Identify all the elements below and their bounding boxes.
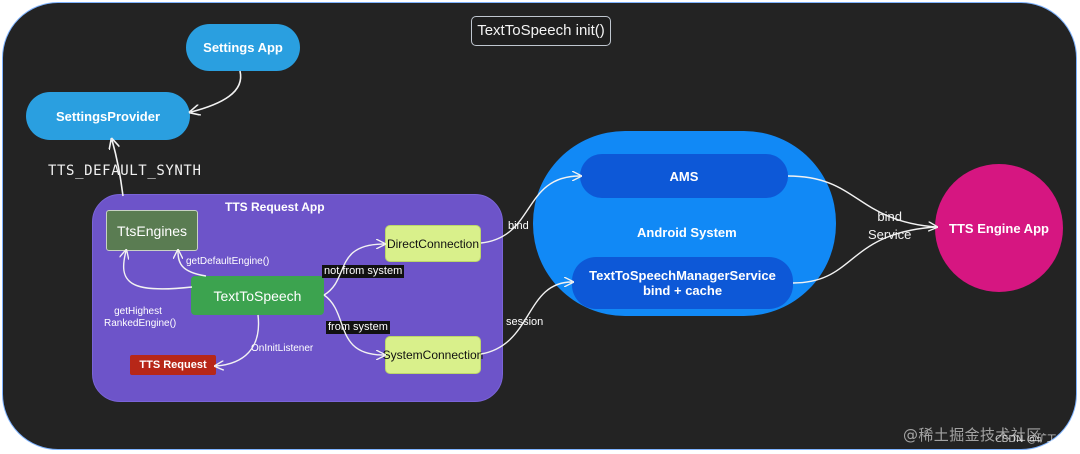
bind-service-line2: Service [868, 227, 912, 242]
tts-request-node: TTS Request [130, 355, 216, 375]
settings-provider-node: SettingsProvider [26, 92, 190, 140]
text-to-speech-node: TextToSpeech [191, 276, 324, 315]
not-from-system-label: not from system [322, 265, 405, 278]
manager-service-node: TextToSpeechManagerService bind + cache [572, 257, 793, 309]
from-system-label: from system [326, 321, 390, 334]
bind-edge-label: bind [508, 220, 529, 232]
session-edge-label: session [506, 316, 544, 328]
bind-service-line1: bind [877, 209, 902, 224]
manager-service-line1: TextToSpeechManagerService [589, 268, 776, 283]
android-system-title: Android System [637, 225, 737, 240]
settings-app-node: Settings App [186, 24, 300, 71]
tts-request-app-title: TTS Request App [225, 200, 325, 214]
get-highest-label-line2: RankedEngine() [104, 318, 177, 329]
tts-engines-node: TtsEngines [106, 210, 198, 251]
diagram-title: TextToSpeech init() [471, 16, 611, 46]
system-connection-node: SystemConnection [383, 336, 483, 374]
get-highest-label-line1: getHighest [114, 306, 162, 317]
bind-service-label: bind Service [868, 208, 911, 244]
direct-connection-node: DirectConnection [385, 225, 481, 262]
manager-service-line2: bind + cache [642, 283, 723, 298]
ams-node: AMS [580, 154, 788, 198]
on-init-listener-label: OnInitListener [251, 343, 314, 354]
tts-default-synth-label: TTS_DEFAULT_SYNTH [48, 163, 202, 179]
get-default-engine-label: getDefaultEngine() [186, 256, 270, 267]
tts-engine-app-node: TTS Engine App [935, 164, 1063, 292]
watermark-main: @稀土掘金技术社区 [903, 426, 1042, 444]
watermark-small: CSDN @矿工 [995, 434, 1057, 445]
